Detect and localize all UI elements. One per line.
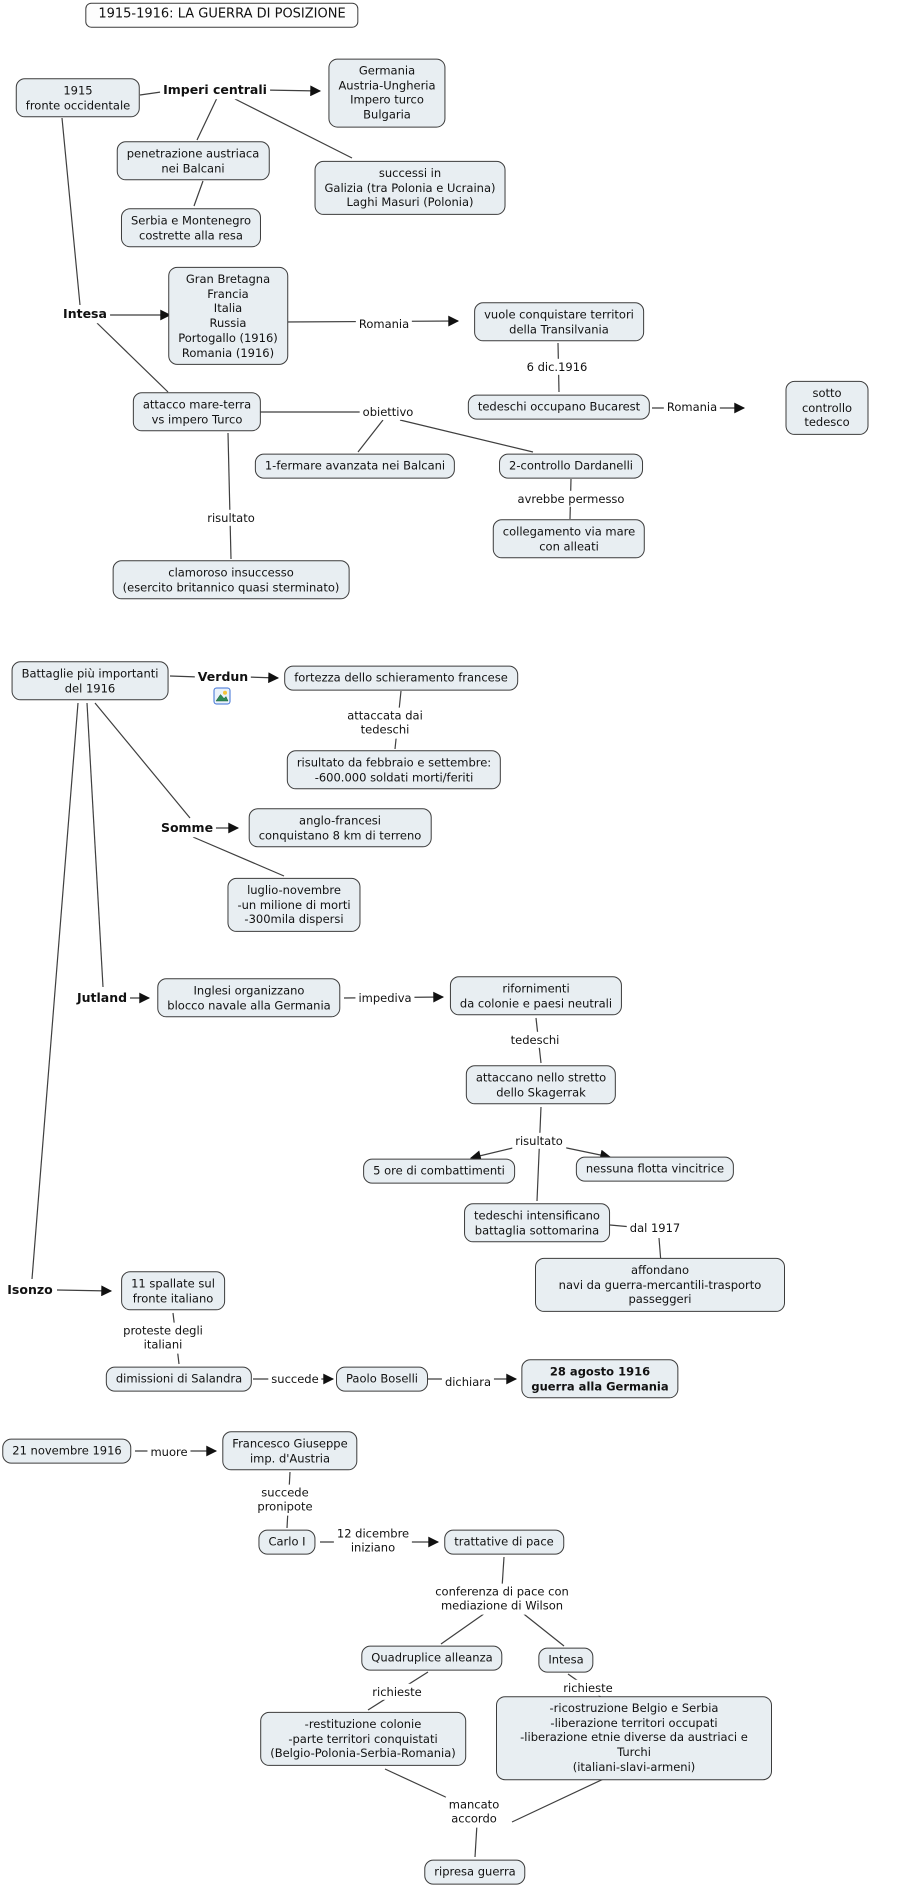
node-1915-fronte-occidentale[interactable]: 1915 fronte occidentale xyxy=(15,78,141,118)
node-successi-galizia[interactable]: successi in Galizia (tra Polonia e Ucrai… xyxy=(314,160,506,216)
node-rifornimenti[interactable]: rifornimenti da colonie e paesi neutrali xyxy=(449,976,623,1016)
node-trattative-pace[interactable]: trattative di pace xyxy=(444,1529,564,1555)
link-label-somme[interactable]: Somme xyxy=(157,819,217,837)
link-label-isonzo[interactable]: Isonzo xyxy=(4,1281,56,1299)
node-battaglia-sottomarina[interactable]: tedeschi intensificano battaglia sottoma… xyxy=(464,1203,610,1243)
node-fortezza-francese[interactable]: fortezza dello schieramento francese xyxy=(284,665,518,691)
link-label-avrebbe-permesso[interactable]: avrebbe permesso xyxy=(514,490,628,508)
node-quadruplice-alleanza[interactable]: Quadruplice alleanza xyxy=(361,1645,503,1671)
link-label-succede[interactable]: succede xyxy=(268,1370,322,1388)
node-attacco-mare-terra[interactable]: attacco mare-terra vs impero Turco xyxy=(132,392,262,432)
link-label-dal-1917[interactable]: dal 1917 xyxy=(626,1219,684,1237)
node-richieste-intesa[interactable]: -ricostruzione Belgio e Serbia -liberazi… xyxy=(496,1696,772,1780)
node-paesi-intesa[interactable]: Gran Bretagna Francia Italia Russia Port… xyxy=(168,266,288,366)
link-label-attaccata-dai-tedeschi[interactable]: attaccata dai tedeschi xyxy=(344,707,426,739)
node-intesa[interactable]: Intesa xyxy=(538,1647,594,1673)
node-controllo-dardanelli[interactable]: 2-controllo Dardanelli xyxy=(499,453,643,479)
link-label-obiettivo[interactable]: obiettivo xyxy=(359,403,417,421)
link-label-muore[interactable]: muore xyxy=(147,1443,191,1461)
link-label-succede-pronipote[interactable]: succede pronipote xyxy=(254,1484,316,1516)
node-fermare-avanzata[interactable]: 1-fermare avanzata nei Balcani xyxy=(254,453,456,479)
node-collegamento-mare[interactable]: collegamento via mare con alleati xyxy=(492,519,646,559)
node-battaglie-1916[interactable]: Battaglie più importanti del 1916 xyxy=(11,661,169,701)
image-attachment-icon[interactable] xyxy=(213,687,231,705)
node-clamoroso-insuccesso[interactable]: clamoroso insuccesso (esercito britannic… xyxy=(112,560,350,600)
node-affondano-navi[interactable]: affondano navi da guerra-mercantili-tras… xyxy=(535,1257,785,1313)
link-label-tedeschi[interactable]: tedeschi xyxy=(507,1031,563,1049)
node-ripresa-guerra[interactable]: ripresa guerra xyxy=(424,1859,526,1885)
node-paolo-boselli[interactable]: Paolo Boselli xyxy=(336,1366,428,1392)
link-label-conferenza-wilson[interactable]: conferenza di pace con mediazione di Wil… xyxy=(432,1583,572,1615)
link-label-impediva[interactable]: impediva xyxy=(355,989,415,1007)
link-label-romania-2[interactable]: Romania xyxy=(663,398,721,416)
link-label-intesa[interactable]: Intesa xyxy=(60,305,110,323)
link-label-jutland[interactable]: Jutland xyxy=(73,989,131,1007)
node-imperi-centrali-paesi[interactable]: Germania Austria-Ungheria Impero turco B… xyxy=(328,58,446,128)
link-label-richieste-2[interactable]: richieste xyxy=(560,1679,616,1697)
map-title[interactable]: 1915-1916: LA GUERRA DI POSIZIONE xyxy=(85,2,359,28)
node-controllo-tedesco[interactable]: sotto controllo tedesco xyxy=(785,380,869,436)
link-label-risultato-1[interactable]: risultato xyxy=(204,509,258,527)
node-luglio-novembre[interactable]: luglio-novembre -un milione di morti -30… xyxy=(227,877,361,933)
link-label-6-dic-1916[interactable]: 6 dic.1916 xyxy=(523,358,591,376)
node-nessuna-flotta[interactable]: nessuna flotta vincitrice xyxy=(575,1156,735,1182)
link-label-risultato-2[interactable]: risultato xyxy=(512,1132,566,1150)
link-label-proteste[interactable]: proteste degli italiani xyxy=(120,1322,206,1354)
node-carlo-i[interactable]: Carlo I xyxy=(258,1529,316,1555)
node-anglo-francesi[interactable]: anglo-francesi conquistano 8 km di terre… xyxy=(248,808,432,848)
link-label-12-dicembre[interactable]: 12 dicembre iniziano xyxy=(333,1525,413,1557)
node-francesco-giuseppe[interactable]: Francesco Giuseppe imp. d'Austria xyxy=(222,1431,358,1471)
link-label-dichiara[interactable]: dichiara xyxy=(441,1373,495,1391)
link-label-richieste-1[interactable]: richieste xyxy=(369,1683,425,1701)
node-bucarest[interactable]: tedeschi occupano Bucarest xyxy=(467,394,651,420)
node-dimissioni-salandra[interactable]: dimissioni di Salandra xyxy=(105,1366,253,1392)
node-skagerrak[interactable]: attaccano nello stretto dello Skagerrak xyxy=(465,1065,617,1105)
node-serbia-montenegro[interactable]: Serbia e Montenegro costrette alla resa xyxy=(120,208,262,248)
link-label-romania-1[interactable]: Romania xyxy=(355,315,413,333)
node-11-spallate[interactable]: 11 spallate sul fronte italiano xyxy=(121,1271,225,1311)
node-risultato-verdun[interactable]: risultato da febbraio e settembre: -600.… xyxy=(286,750,502,790)
node-penetrazione-austriaca[interactable]: penetrazione austriaca nei Balcani xyxy=(116,141,270,181)
node-21-novembre-1916[interactable]: 21 novembre 1916 xyxy=(2,1438,132,1464)
node-5-ore-combattimenti[interactable]: 5 ore di combattimenti xyxy=(363,1158,515,1184)
link-label-mancato-accordo[interactable]: mancato accordo xyxy=(445,1796,503,1828)
node-transilvania[interactable]: vuole conquistare territori della Transi… xyxy=(474,302,644,342)
link-label-imperi-centrali[interactable]: Imperi centrali xyxy=(160,81,270,99)
node-richieste-quadruplice[interactable]: -restituzione colonie -parte territori c… xyxy=(260,1711,466,1767)
node-guerra-alla-germania[interactable]: 28 agosto 1916 guerra alla Germania xyxy=(521,1359,679,1399)
link-label-verdun[interactable]: Verdun xyxy=(194,668,252,686)
node-blocco-navale[interactable]: Inglesi organizzano blocco navale alla G… xyxy=(157,978,341,1018)
